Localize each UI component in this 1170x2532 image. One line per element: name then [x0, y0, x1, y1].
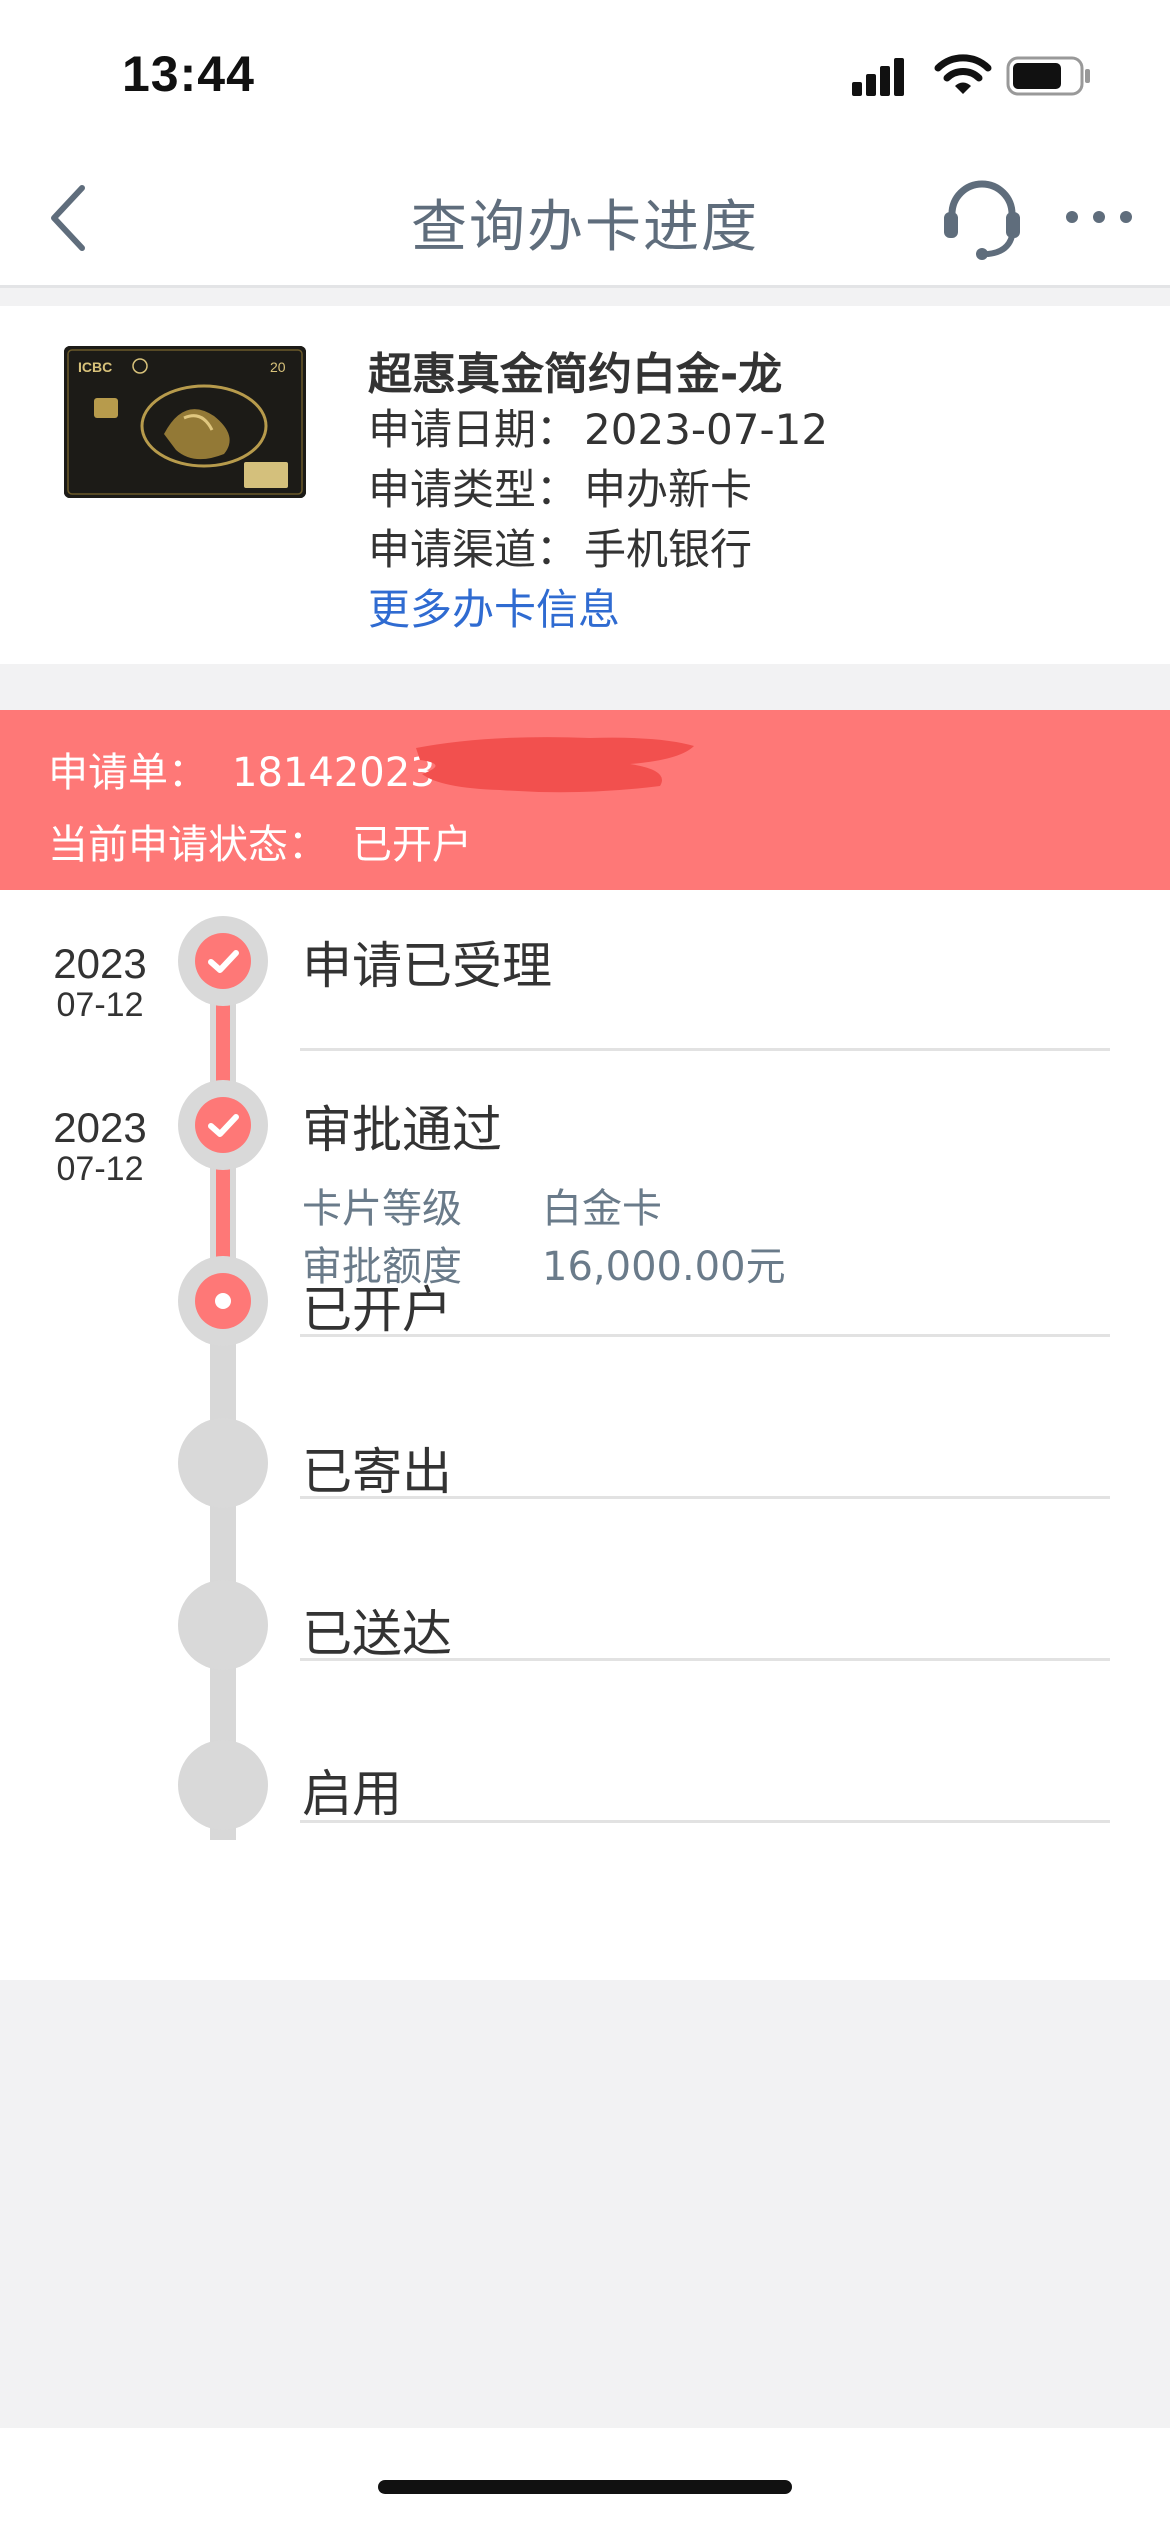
- step-node-pending: [178, 1740, 268, 1830]
- signal-icon: [852, 58, 904, 96]
- check-icon: [208, 1114, 239, 1137]
- page-title: 查询办卡进度: [411, 195, 759, 260]
- step-node-pending: [178, 1418, 268, 1508]
- apply-date-label: 申请日期：: [368, 405, 579, 454]
- apply-channel-row: 申请渠道：手机银行: [368, 516, 752, 577]
- application-status-banner: 申请单： 18142023 当前申请状态： 已开户: [0, 710, 1170, 890]
- step-node-pending: [178, 1580, 268, 1670]
- redaction-mark: [416, 737, 694, 793]
- step-year: 2023: [53, 940, 147, 987]
- customer-service-icon[interactable]: [942, 174, 1022, 264]
- order-number-label: 申请单：: [48, 750, 208, 796]
- current-status-label: 当前申请状态：: [48, 822, 328, 868]
- card-product-name: 超惠真金简约白金-龙: [368, 349, 783, 400]
- apply-date-value: 2023-07-12: [584, 405, 829, 454]
- nav-bar: 查询办卡进度: [0, 150, 1170, 288]
- card-brand-text: ICBC: [78, 359, 112, 375]
- check-icon: [208, 950, 239, 973]
- more-icon[interactable]: [1064, 202, 1134, 232]
- step-divider: [300, 1496, 1110, 1499]
- credit-limit-row: 审批额度 16,000.00元: [302, 1234, 786, 1292]
- step-title: 已送达: [302, 1605, 452, 1663]
- step-divider: [300, 1048, 1110, 1051]
- current-status-row: 当前申请状态： 已开户: [48, 812, 472, 870]
- step-year: 2023: [53, 1104, 147, 1151]
- step-divider: [300, 1820, 1110, 1823]
- step-node-current: [178, 1256, 268, 1346]
- order-number-row: 申请单： 18142023: [48, 740, 436, 798]
- order-number-value: 18142023: [232, 750, 436, 796]
- step-title: 申请已受理: [302, 937, 552, 995]
- battery-icon: [1006, 56, 1090, 96]
- svg-text:20: 20: [270, 359, 286, 375]
- credit-limit-label: 审批额度: [302, 1244, 462, 1290]
- step-divider: [300, 1334, 1110, 1337]
- status-bar: 13:44: [0, 0, 1170, 150]
- card-image: ICBC 20: [64, 346, 306, 498]
- apply-type-label: 申请类型：: [368, 465, 579, 514]
- progress-timeline: 2023 07-12 申请已受理 2023 07-12 审批通过 卡片等级 白金…: [0, 890, 1170, 1980]
- step-divider: [300, 1658, 1110, 1661]
- apply-type-row: 申请类型：申办新卡: [368, 456, 752, 517]
- step-node-done: [178, 1080, 268, 1170]
- apply-channel-value: 手机银行: [584, 525, 753, 574]
- wifi-icon: [934, 54, 992, 94]
- home-indicator[interactable]: [378, 2480, 792, 2494]
- step-date: 2023 07-12: [30, 940, 170, 1025]
- apply-channel-label: 申请渠道：: [368, 525, 579, 574]
- card-artwork-icon: ICBC 20: [64, 346, 306, 498]
- current-status-value: 已开户: [352, 822, 472, 868]
- step-node-done: [178, 916, 268, 1006]
- step-date: 2023 07-12: [30, 1104, 170, 1189]
- card-level-value: 白金卡: [542, 1186, 662, 1232]
- step-month-day: 07-12: [56, 986, 144, 1024]
- card-level-row: 卡片等级 白金卡: [302, 1176, 662, 1234]
- card-info-panel: ICBC 20 超惠真金简约白金-龙 申请日期：2023-07-12 申请类型：…: [0, 306, 1170, 664]
- apply-type-value: 申办新卡: [584, 465, 753, 514]
- step-title: 启用: [302, 1765, 402, 1823]
- card-level-label: 卡片等级: [302, 1186, 462, 1232]
- apply-date-row: 申请日期：2023-07-12: [368, 396, 828, 457]
- status-time: 13:44: [122, 46, 255, 102]
- back-arrow-icon[interactable]: [44, 180, 94, 256]
- credit-limit-value: 16,000.00元: [542, 1244, 786, 1290]
- more-card-info-link[interactable]: 更多办卡信息: [368, 585, 621, 634]
- step-title: 审批通过: [302, 1101, 502, 1159]
- step-month-day: 07-12: [56, 1150, 144, 1188]
- step-title: 已寄出: [302, 1443, 452, 1501]
- step-title: 已开户: [302, 1281, 452, 1339]
